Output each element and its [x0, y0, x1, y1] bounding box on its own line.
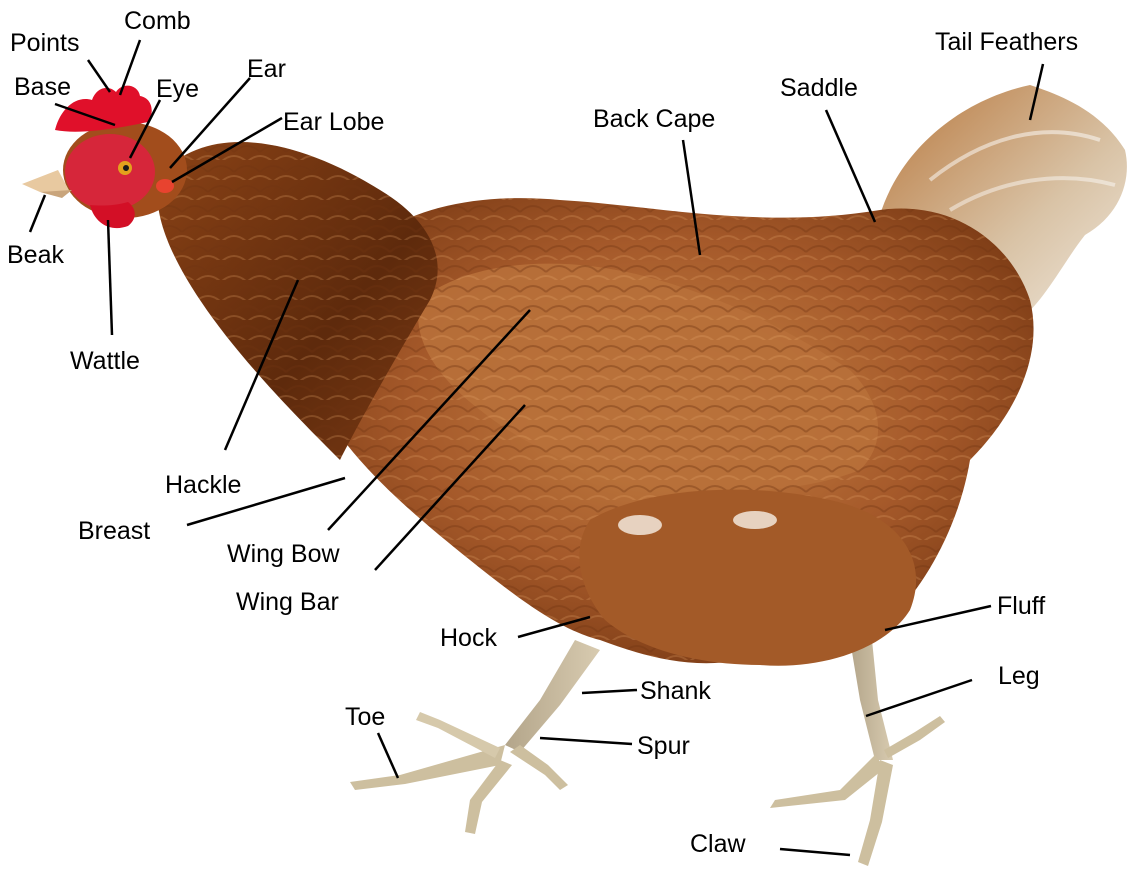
wattle	[90, 202, 135, 228]
leader-shank	[582, 690, 637, 693]
right-leg	[770, 640, 945, 866]
label-hock: Hock	[440, 626, 497, 651]
label-saddle: Saddle	[780, 76, 858, 101]
face	[65, 134, 155, 210]
label-wing-bow: Wing Bow	[227, 542, 340, 567]
leader-wattle	[108, 220, 112, 335]
label-base: Base	[14, 75, 71, 100]
label-toe: Toe	[345, 705, 385, 730]
label-comb: Comb	[124, 9, 191, 34]
leader-claw	[780, 849, 850, 855]
label-beak: Beak	[7, 243, 64, 268]
left-leg	[350, 640, 600, 834]
label-hackle: Hackle	[165, 473, 241, 498]
label-points: Points	[10, 31, 79, 56]
label-tail-feathers: Tail Feathers	[935, 30, 1078, 55]
leader-saddle	[826, 110, 875, 222]
label-fluff: Fluff	[997, 594, 1045, 619]
leader-spur	[540, 738, 632, 744]
label-wattle: Wattle	[70, 349, 140, 374]
label-ear-lobe: Ear Lobe	[283, 110, 384, 135]
label-eye: Eye	[156, 77, 199, 102]
label-claw: Claw	[690, 832, 746, 857]
leader-toe	[378, 733, 398, 778]
label-shank: Shank	[640, 679, 711, 704]
leader-leg	[866, 680, 972, 716]
label-wing-bar: Wing Bar	[236, 590, 339, 615]
beak	[22, 170, 70, 192]
leader-points	[88, 60, 110, 92]
label-spur: Spur	[637, 734, 690, 759]
label-ear: Ear	[247, 57, 286, 82]
label-breast: Breast	[78, 519, 150, 544]
label-leg: Leg	[998, 664, 1040, 689]
ear-lobe	[156, 179, 174, 193]
label-back-cape: Back Cape	[593, 107, 715, 132]
leader-beak	[30, 195, 45, 232]
